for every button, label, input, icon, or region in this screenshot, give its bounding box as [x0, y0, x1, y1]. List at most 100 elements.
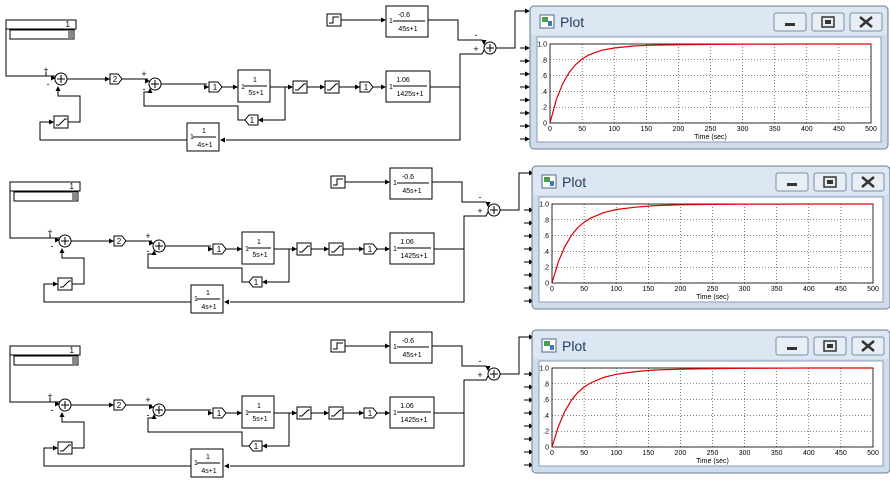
- maximize-button[interactable]: [813, 172, 847, 192]
- gain-block-1[interactable]: [212, 407, 227, 419]
- display-indicator: [72, 357, 77, 364]
- gain-one-text: 1: [217, 245, 222, 254]
- gain-block-plant-input[interactable]: [363, 407, 378, 419]
- display-value-text: 1: [70, 346, 75, 355]
- saturation-block-2[interactable]: [324, 80, 340, 94]
- display-block-lower[interactable]: [9, 29, 75, 40]
- maximize-icon: [823, 340, 837, 352]
- gain-block-plant-input[interactable]: [359, 81, 374, 93]
- x-tick-label: 50: [580, 450, 588, 457]
- plant-numerator-text: 1.06: [400, 239, 414, 246]
- minimize-button[interactable]: [775, 172, 809, 192]
- x-tick-label: 150: [642, 286, 654, 293]
- sign-plus-text: +: [43, 65, 48, 75]
- display-indicator: [68, 31, 73, 38]
- maximize-icon: [821, 16, 835, 28]
- y-tick-label: 0: [545, 445, 549, 452]
- close-button[interactable]: [849, 12, 883, 32]
- y-tick-label: .6: [543, 397, 549, 404]
- sign-minus-text: -: [51, 405, 54, 415]
- saturation-block-1[interactable]: [296, 242, 312, 256]
- close-icon: [859, 16, 873, 28]
- display-block-lower[interactable]: [13, 355, 79, 366]
- display-block-lower[interactable]: [13, 191, 79, 202]
- setpoint-denominator-text: 45s+1: [402, 352, 421, 359]
- sensor-denominator-text: 4s+1: [201, 304, 216, 311]
- x-tick-label: 350: [771, 450, 783, 457]
- saturation-block-2[interactable]: [328, 242, 344, 256]
- feedback-gain-block[interactable]: [244, 114, 259, 126]
- x-tick-label: 200: [673, 126, 685, 133]
- x-tick-label: 300: [739, 450, 751, 457]
- step-input-block[interactable]: [330, 175, 346, 189]
- feedback-saturation-block[interactable]: [57, 441, 73, 455]
- x-axis-label: Time (sec): [694, 134, 727, 141]
- plant-input-gain-text: 1: [393, 246, 397, 253]
- close-button[interactable]: [851, 336, 885, 356]
- minimize-button[interactable]: [773, 12, 807, 32]
- feedback-gain-block[interactable]: [248, 440, 263, 452]
- saturation-block-1[interactable]: [292, 80, 308, 94]
- x-tick-label: 500: [867, 450, 879, 457]
- maximize-button[interactable]: [811, 12, 845, 32]
- minimize-icon: [787, 347, 797, 350]
- gain-one-text: 1: [217, 409, 222, 418]
- sensor-input-gain-text: 1: [190, 134, 194, 141]
- maximize-button[interactable]: [813, 336, 847, 356]
- feedback-saturation-block[interactable]: [53, 115, 69, 129]
- x-axis-label: Time (sec): [696, 458, 729, 465]
- x-tick-label: 0: [550, 286, 554, 293]
- step-input-block[interactable]: [326, 13, 342, 27]
- filter-denominator-text: 5s+1: [252, 416, 267, 423]
- feedback-gain-block[interactable]: [248, 276, 263, 288]
- saturation-block-2[interactable]: [328, 406, 344, 420]
- x-tick-label: 0: [550, 450, 554, 457]
- x-tick-label: 100: [610, 286, 622, 293]
- x-tick-label: 350: [771, 286, 783, 293]
- response-series-line: [549, 43, 871, 124]
- setpoint-denominator-text: 45s+1: [402, 188, 421, 195]
- step-input-block[interactable]: [330, 339, 346, 353]
- sign-minus-text: -: [475, 30, 478, 40]
- y-tick-label: .4: [541, 89, 547, 96]
- x-axis-label: Time (sec): [696, 294, 729, 301]
- x-tick-label: 250: [707, 450, 719, 457]
- plant-numerator-text: 1.06: [400, 403, 414, 410]
- gain-block-2[interactable]: [109, 73, 123, 85]
- x-tick-label: 200: [675, 450, 687, 457]
- feedback-saturation-block[interactable]: [57, 277, 73, 291]
- x-tick-label: 400: [803, 286, 815, 293]
- y-tick-label: .6: [543, 233, 549, 240]
- gain-block-2[interactable]: [113, 235, 127, 247]
- gain-block-1[interactable]: [208, 81, 223, 93]
- plot-area: [538, 360, 884, 467]
- y-tick-label: .4: [543, 413, 549, 420]
- x-tick-label: 300: [737, 126, 749, 133]
- gain-block-1[interactable]: [212, 243, 227, 255]
- plant-denominator-text: 1425s+1: [396, 91, 423, 98]
- filter-numerator-text: 1: [253, 77, 257, 84]
- x-tick-label: 500: [867, 286, 879, 293]
- x-tick-label: 250: [705, 126, 717, 133]
- gain-value-text: 2: [113, 75, 118, 84]
- gain-block-plant-input[interactable]: [363, 243, 378, 255]
- y-tick-label: 0: [543, 121, 547, 128]
- sensor-denominator-text: 4s+1: [197, 142, 212, 149]
- sensor-input-gain-text: 1: [194, 460, 198, 467]
- sign-minus-text: -: [47, 79, 50, 89]
- gain-block-2[interactable]: [113, 399, 127, 411]
- plant-denominator-text: 1425s+1: [400, 417, 427, 424]
- minimize-button[interactable]: [775, 336, 809, 356]
- setpoint-input-gain-text: 1: [393, 344, 397, 351]
- filter-input-gain-text: 1: [245, 246, 249, 253]
- minimize-icon: [785, 23, 795, 26]
- saturation-block-1[interactable]: [296, 406, 312, 420]
- close-button[interactable]: [851, 172, 885, 192]
- x-tick-label: 100: [610, 450, 622, 457]
- plot-area: [538, 196, 884, 303]
